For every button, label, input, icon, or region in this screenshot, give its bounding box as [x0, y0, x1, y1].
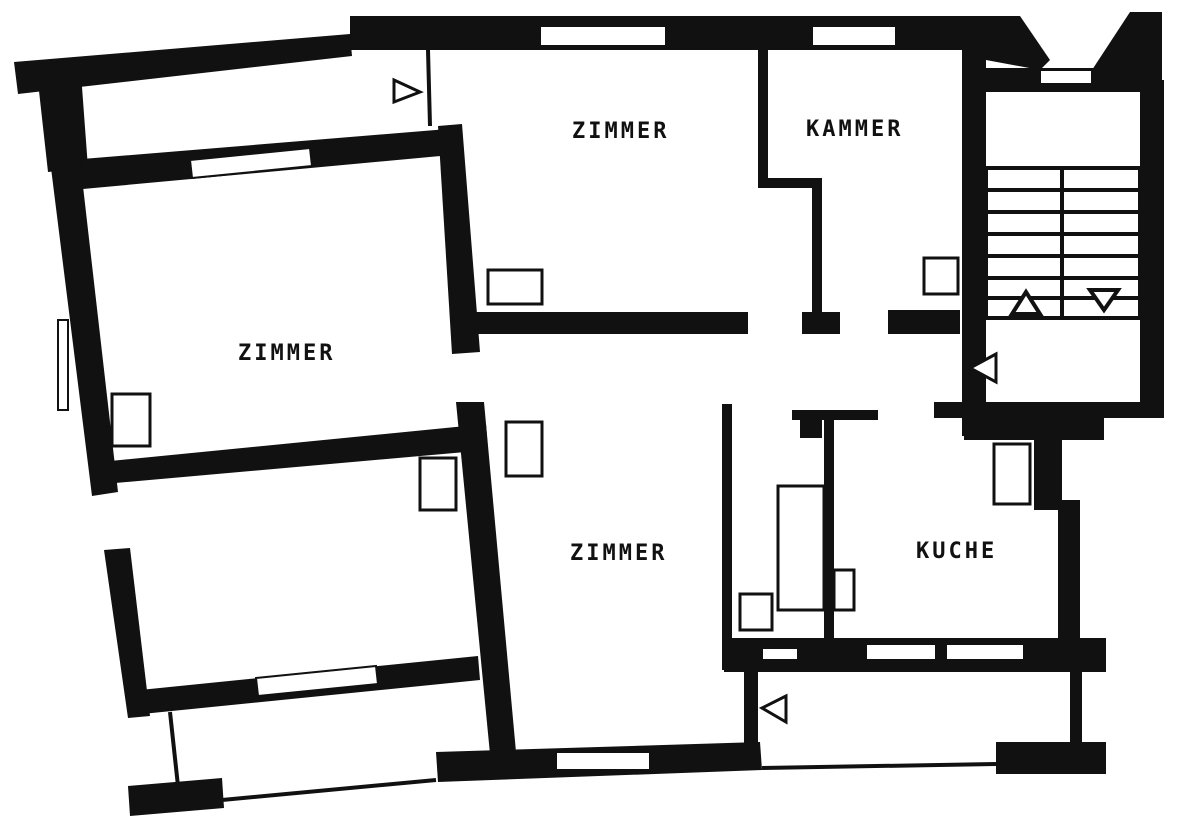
fixtures: [110, 256, 1032, 632]
room-label-kammer: KAMMER: [806, 117, 903, 142]
railings: [129, 36, 997, 802]
wall-balcony-left: [744, 670, 758, 750]
doors: [392, 77, 998, 725]
wall-top-zimmer-bottom: [472, 312, 748, 334]
sink-icon: [832, 568, 856, 612]
bathtub-icon: [776, 484, 826, 612]
stair-icon: [1086, 288, 1122, 314]
wall-post-1: [802, 312, 840, 334]
railing-line: [168, 711, 180, 787]
wall-kammer-step: [758, 178, 820, 188]
window-icon: [254, 664, 380, 698]
wall-kammer-left: [758, 46, 768, 186]
stairs: [984, 166, 1142, 320]
wall-post-2: [888, 310, 960, 334]
door-triangle-icon: [392, 77, 424, 105]
wall-left-top: [36, 60, 88, 172]
window-icon: [188, 146, 314, 180]
railing-line: [426, 49, 432, 127]
wall-stair-top-left: [986, 16, 1050, 70]
room-label-zimmer-left: ZIMMER: [238, 341, 335, 366]
wall-bath-inner: [824, 412, 834, 642]
room-label-zimmer-top: ZIMMER: [572, 119, 669, 144]
wall-kitchen-right: [1058, 500, 1080, 650]
railing-line: [761, 762, 997, 770]
room-label-zimmer-center: ZIMMER: [570, 541, 667, 566]
wall-kammer-inner: [812, 178, 822, 314]
room-label-kuche: KUCHE: [916, 539, 997, 564]
window-icon: [1039, 69, 1093, 85]
window-icon: [539, 25, 667, 47]
radiator-icon: [418, 456, 458, 512]
door-triangle-icon: [966, 351, 998, 385]
window-icon: [945, 643, 1025, 661]
wall-bottom-left: [128, 778, 224, 816]
door-triangle-icon: [758, 693, 788, 725]
wall-left-lower: [104, 548, 150, 718]
window-icon: [811, 25, 897, 47]
wall-vertical-2: [456, 402, 516, 754]
radiator-icon: [992, 442, 1032, 506]
radiator-icon: [486, 268, 544, 306]
radiator-icon: [922, 256, 960, 296]
wall-left-main: [50, 160, 118, 496]
wall-top-left: [14, 34, 352, 94]
window-icon: [57, 319, 69, 411]
wall-bath-left: [722, 404, 732, 670]
wall-under-left-zimmer: [100, 424, 488, 484]
wall-bath-corner: [800, 412, 822, 438]
room-labels: ZIMMER KAMMER ZIMMER ZIMMER KUCHE: [238, 117, 997, 566]
wall-balcony-right: [1070, 668, 1082, 748]
wall-stair-right: [1140, 80, 1164, 410]
window-icon: [865, 643, 937, 661]
radiator-icon: [738, 592, 774, 632]
wall-kitchen-block: [1034, 414, 1062, 510]
radiator-icon: [110, 392, 152, 448]
wall-bath-top: [792, 410, 878, 420]
railing-line: [221, 778, 437, 802]
windows: [57, 25, 1093, 771]
wall-balcony-bottom: [996, 742, 1106, 774]
wall-vertical-1: [438, 124, 480, 354]
window-icon: [555, 751, 651, 771]
radiator-icon: [504, 420, 544, 478]
railing-line: [129, 36, 351, 60]
stair-icon: [1008, 288, 1044, 316]
window-icon: [761, 647, 799, 661]
